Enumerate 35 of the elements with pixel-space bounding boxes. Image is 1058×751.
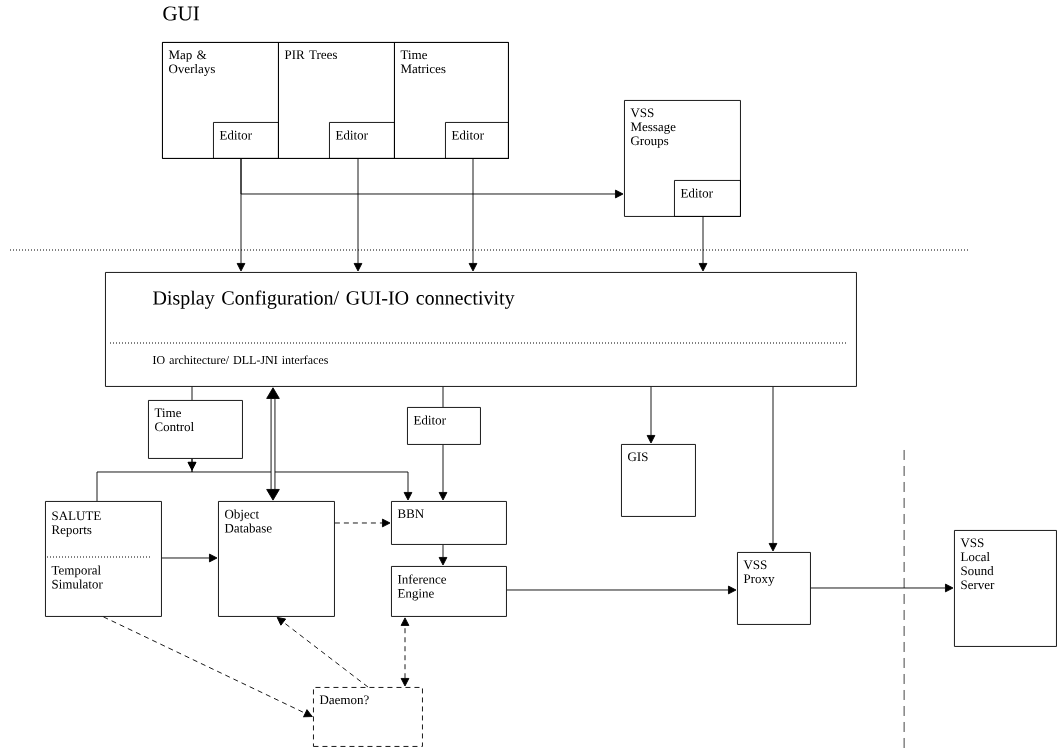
arrow — [646, 386, 656, 444]
process-box: Time Control — [148, 400, 243, 459]
database-box: Object Database — [218, 501, 335, 617]
editor-box: Editor — [329, 122, 395, 159]
arrow — [506, 585, 737, 595]
arrow — [468, 158, 478, 272]
arrow — [353, 158, 363, 272]
arrow — [334, 518, 391, 528]
editor-box: Editor — [674, 180, 741, 217]
arrow — [810, 583, 954, 593]
editor-box: Editor — [407, 407, 481, 445]
connector-line — [442, 386, 444, 408]
server-box: VSS Local Sound Server — [954, 530, 1057, 647]
arrow — [187, 458, 413, 501]
arrow — [768, 386, 778, 552]
arrow — [266, 387, 280, 501]
arrow — [438, 444, 448, 501]
process-box: BBN — [391, 501, 507, 545]
process-box: Inference Engine — [391, 566, 507, 617]
process-box: VSS Proxy — [737, 552, 811, 625]
dashed-box: Daemon? — [313, 687, 423, 747]
arrow — [240, 158, 624, 199]
node-label: GUI — [163, 6, 200, 21]
arrow — [400, 617, 410, 687]
process-box: GIS — [621, 444, 696, 517]
arrow — [438, 544, 448, 566]
connector-line — [191, 386, 193, 401]
arrow — [103, 616, 313, 718]
configuration-box: Display Configuration/ GUI-IO connectivity IO architecture/ DLL-JNI interfaces — [105, 272, 857, 387]
editor-box: Editor — [445, 122, 509, 159]
arrow — [276, 617, 369, 688]
arrow — [161, 553, 218, 563]
process-box: SALUTE Reports Temporal Simulator — [45, 501, 162, 617]
editor-box: Editor — [213, 122, 279, 159]
arrow — [698, 216, 708, 272]
